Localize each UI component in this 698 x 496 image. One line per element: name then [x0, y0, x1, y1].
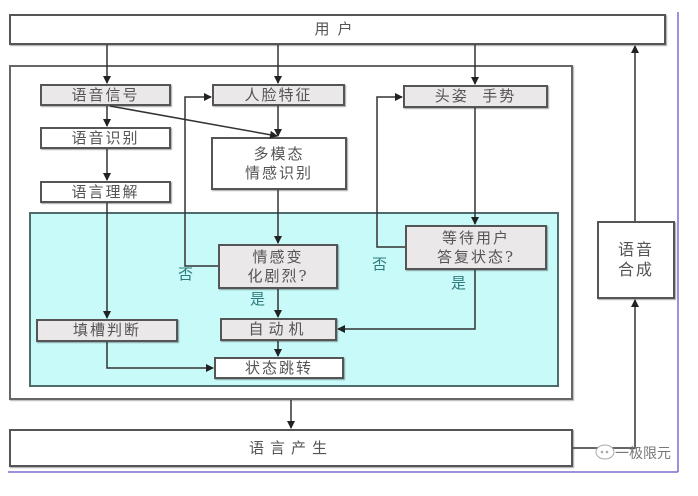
head-gesture-box: 头姿 手势 [403, 85, 548, 108]
arrow-waiting-no-loop [376, 93, 405, 248]
arrow-generation-to-synthesis [573, 299, 639, 449]
speech-synthesis-box: 语音 合成 [597, 221, 675, 299]
multimodal-emotion-box: 多模态 情感识别 [211, 137, 347, 190]
face-features-label: 人脸特征 [244, 85, 313, 104]
arrow-emotion-no-loop [184, 93, 218, 267]
speech-recognition-label: 语音识别 [71, 128, 140, 147]
wechat-icon [595, 444, 615, 460]
yes-label-waiting: 是 [451, 274, 467, 292]
slot-filling-label: 填槽判断 [72, 321, 141, 340]
arrow-slot-to-state [106, 342, 214, 372]
emotion-change-label: 情感变 化剧烈? [247, 247, 309, 285]
speech-recognition-box: 语音识别 [40, 127, 171, 149]
automaton-box: 自动机 [220, 318, 337, 341]
language-generation-label: 语言产生 [248, 438, 333, 457]
arrow-signal-to-multimodal [109, 105, 278, 139]
speech-signal-box: 语音信号 [40, 84, 171, 106]
language-generation-box: 语言产生 [9, 429, 573, 467]
language-understanding-box: 语言理解 [40, 181, 171, 203]
no-label-emotion: 否 [178, 265, 194, 283]
slot-filling-box: 填槽判断 [36, 319, 178, 342]
user-label: 用户 [314, 20, 361, 39]
language-understanding-label: 语言理解 [71, 182, 140, 201]
user-box: 用户 [9, 14, 666, 45]
yes-label-emotion: 是 [250, 290, 266, 308]
automaton-label: 自动机 [248, 320, 309, 339]
speech-signal-label: 语音信号 [71, 85, 140, 104]
speech-synthesis-label: 语音 合成 [617, 240, 654, 279]
head-gesture-label: 头姿 手势 [434, 87, 517, 106]
watermark-text: 一极限元 [615, 446, 671, 462]
emotion-change-decision: 情感变 化剧烈? [218, 244, 338, 289]
waiting-reply-decision: 等待用户 答复状态? [405, 225, 547, 270]
no-label-waiting: 否 [372, 255, 388, 273]
multimodal-emotion-label: 多模态 情感识别 [244, 144, 313, 182]
state-transition-label: 状态跳转 [244, 358, 313, 377]
waiting-reply-label: 等待用户 答复状态? [436, 228, 516, 266]
face-features-box: 人脸特征 [212, 84, 345, 106]
arrow-waiting-yes-to-automaton [337, 270, 476, 333]
state-transition-box: 状态跳转 [214, 357, 344, 379]
